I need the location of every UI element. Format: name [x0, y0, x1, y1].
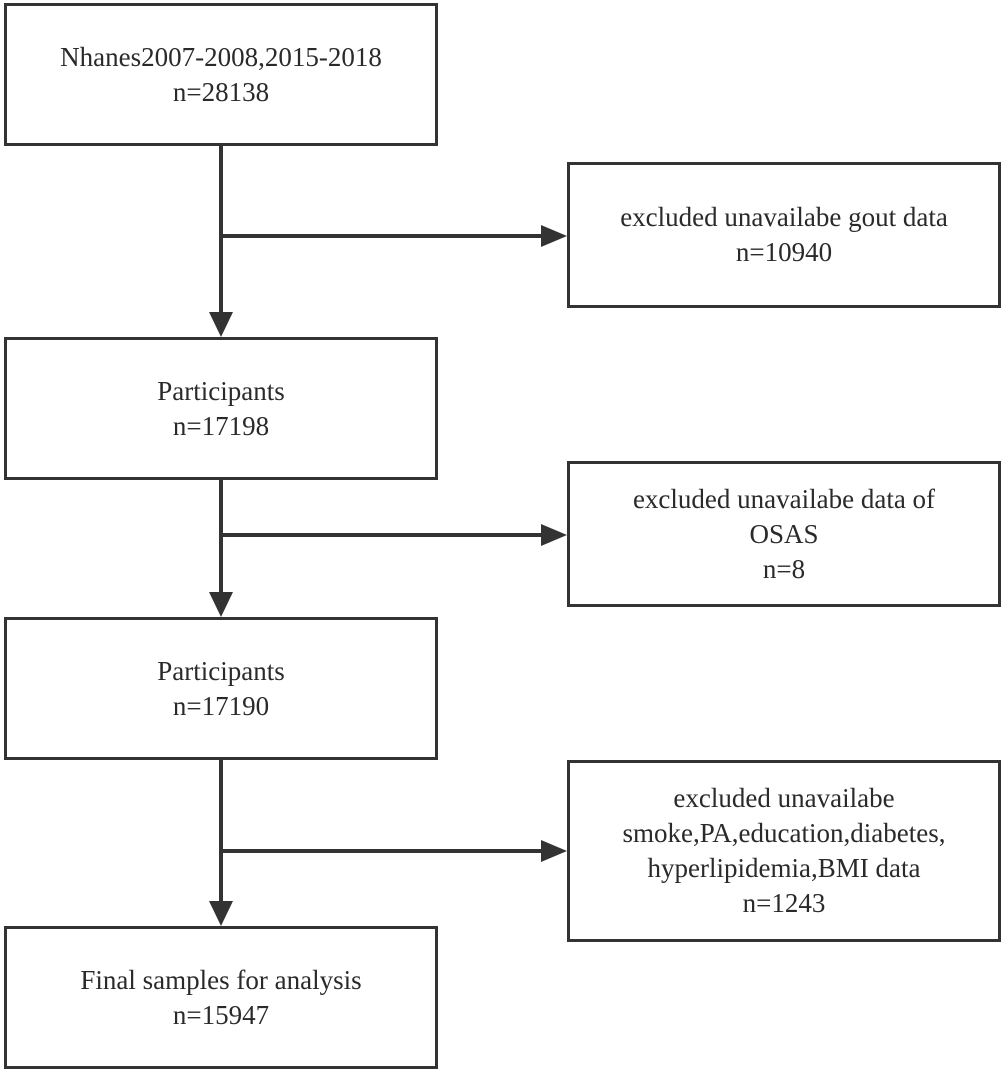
exclusion-text: excluded unavailabe data of	[632, 483, 936, 514]
exclusion-box-osas: excluded unavailabe data of OSAS n=8	[567, 461, 1001, 607]
exclusion-text: hyperlipidemia,BMI data	[647, 853, 921, 883]
exclusion-count: n=8	[762, 553, 806, 584]
step-box-source: Nhanes2007-2008,2015-2018 n=28138	[4, 3, 438, 146]
step-count: n=17198	[172, 410, 270, 441]
exclusion-text: smoke,PA,education,diabetes,	[622, 818, 946, 848]
step-count: n=17190	[172, 690, 270, 721]
exclusion-box-covariates: excluded unavailabe smoke,PA,education,d…	[567, 760, 1001, 942]
exclusion-box-gout: excluded unavailabe gout data n=10940	[567, 162, 1001, 308]
arrowhead-right-2	[541, 524, 567, 546]
step-label: Nhanes2007-2008,2015-2018	[60, 41, 382, 72]
arrowhead-down-1	[209, 312, 233, 337]
step-box-final-samples: Final samples for analysis n=15947	[4, 926, 438, 1069]
step-count: n=15947	[172, 999, 270, 1030]
exclusion-text: excluded unavailabe gout data	[620, 202, 948, 232]
arrowhead-right-1	[541, 225, 567, 247]
exclusion-count: n=10940	[735, 237, 833, 267]
arrowhead-down-2	[209, 592, 233, 617]
step-box-participants-2: Participants n=17190	[4, 617, 438, 760]
arrowhead-down-3	[209, 901, 233, 926]
exclusion-count: n=1243	[742, 888, 826, 918]
arrowhead-right-3	[541, 840, 567, 862]
step-box-participants-1: Participants n=17198	[4, 337, 438, 480]
step-label: Participants	[157, 655, 285, 686]
step-label: Final samples for analysis	[80, 964, 362, 995]
exclusion-text: excluded unavailabe	[673, 783, 895, 813]
step-label: Participants	[157, 375, 285, 406]
exclusion-text: OSAS	[749, 518, 819, 549]
step-count: n=28138	[172, 76, 270, 107]
